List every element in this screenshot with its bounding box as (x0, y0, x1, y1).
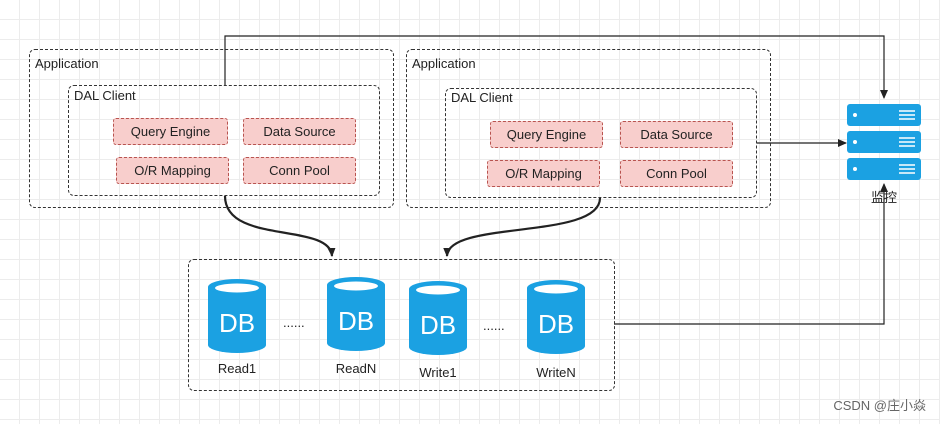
data-source-2: Data Source (620, 121, 733, 148)
dal-client-box-2: DAL Client (445, 88, 757, 198)
conn-pool-1: Conn Pool (243, 157, 356, 184)
application-box-2: Application (406, 49, 771, 208)
or-mapping-1: O/R Mapping (116, 157, 229, 184)
database-icon-readn: DB (327, 277, 385, 351)
db-caption-write1: Write1 (419, 365, 457, 380)
connector-db-monitor (614, 183, 888, 325)
query-engine-1: Query Engine (113, 118, 228, 145)
db-text-write1: DB (420, 310, 456, 340)
db-text-readn: DB (338, 306, 374, 336)
ellipsis-write: ...... (483, 318, 505, 333)
data-source-1: Data Source (243, 118, 356, 145)
database-icon-write1: DB (409, 281, 467, 355)
watermark: CSDN @庄小焱 (833, 398, 926, 413)
db-text-read1: DB (219, 308, 255, 338)
monitor-label: 监控 (871, 190, 898, 205)
conn-pool-2: Conn Pool (620, 160, 733, 187)
dal-client-label-2: DAL Client (451, 90, 513, 105)
database-icon-read1: DB (208, 279, 266, 353)
server-stack-icon (847, 104, 921, 180)
database-group-box (188, 259, 615, 391)
application-label-2: Application (412, 56, 476, 71)
dal-client-label-1: DAL Client (74, 88, 136, 103)
connector-app1-monitor (224, 35, 888, 99)
db-text-writen: DB (538, 309, 574, 339)
db-caption-writen: WriteN (536, 365, 576, 380)
dal-client-box-1: DAL Client (68, 85, 380, 196)
query-engine-2: Query Engine (490, 121, 603, 148)
application-box-1: Application (29, 49, 394, 208)
ellipsis-read: ...... (283, 315, 305, 330)
database-icon-writen: DB (527, 280, 585, 354)
application-label-1: Application (35, 56, 99, 71)
db-caption-readn: ReadN (335, 361, 377, 376)
or-mapping-2: O/R Mapping (487, 160, 600, 187)
db-caption-read1: Read1 (217, 361, 257, 376)
connector-app1-readn (223, 195, 336, 257)
connector-app2-write1 (443, 197, 602, 257)
